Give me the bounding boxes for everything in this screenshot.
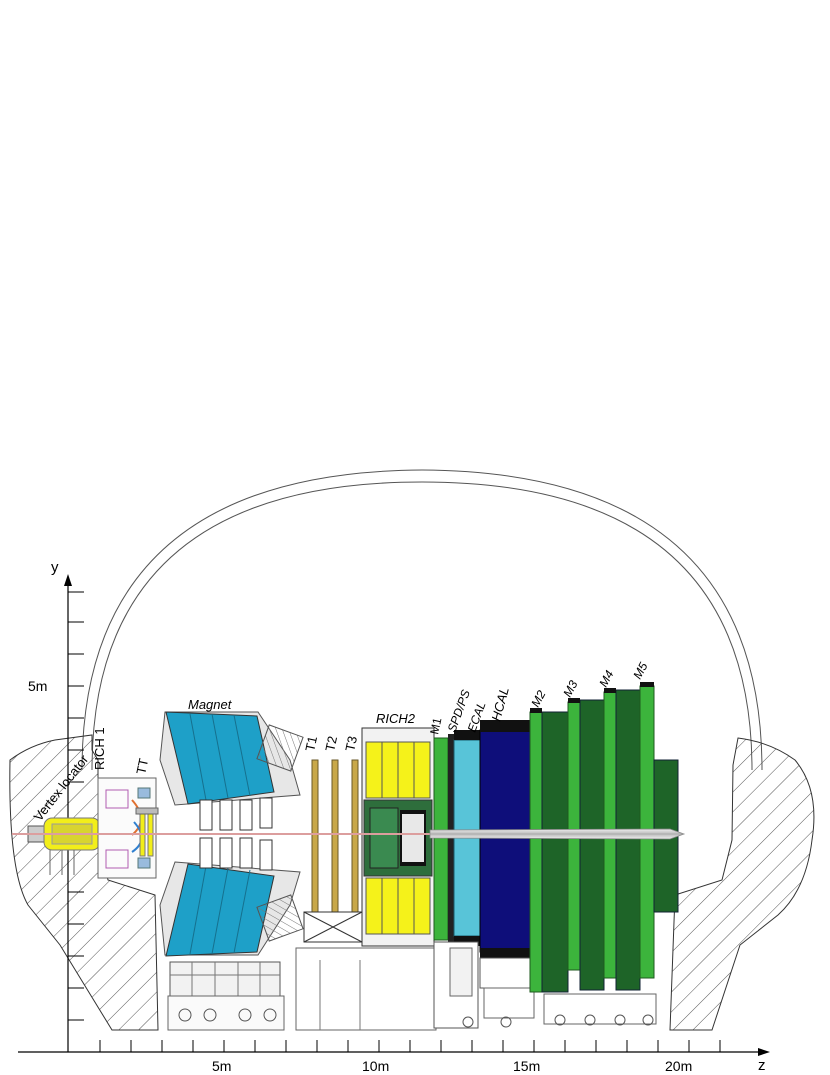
hcal-label: HCAL [488,685,511,722]
z-axis-tick-label-20m: 20m [665,1058,692,1074]
rich2-detector [361,727,435,947]
m3-label: M3 [560,678,580,700]
tracking-stations [295,759,437,1031]
z-axis-tick-label-15m: 15m [513,1058,540,1074]
m5-label: M5 [630,660,650,682]
tt-label: TT [133,757,151,776]
y-axis-tick-label-5m: 5m [28,678,47,694]
magnet [159,711,304,1031]
m4-label: M4 [596,668,616,690]
muon-stations [529,682,679,1026]
m1-station [433,737,449,941]
t2-label: T2 [322,735,340,753]
m1-label: M1 [427,716,444,736]
t1-label: T1 [302,735,320,753]
rich1-detector [97,777,157,879]
rich2-label: RICH2 [376,711,416,726]
t3-label: T3 [342,735,360,753]
cavern-inner-arc [91,481,753,771]
cavern-outer-arc [81,469,763,771]
beam-pipe [12,828,686,840]
z-axis [18,1040,770,1056]
magnet-label: Magnet [188,697,233,712]
z-axis-label: z [758,1057,766,1074]
hcal-detector [479,729,531,953]
z-axis-tick-label-5m: 5m [212,1058,231,1074]
rich1-label: RICH 1 [92,727,107,770]
calorimeter-support [433,941,539,1029]
z-axis-tick-label-10m: 10m [362,1058,389,1074]
right-cavern-wall [669,737,815,1031]
left-cavern-wall [9,734,159,1031]
y-axis-label: y [51,559,59,576]
m2-label: M2 [528,688,548,710]
y-axis [64,574,84,1052]
